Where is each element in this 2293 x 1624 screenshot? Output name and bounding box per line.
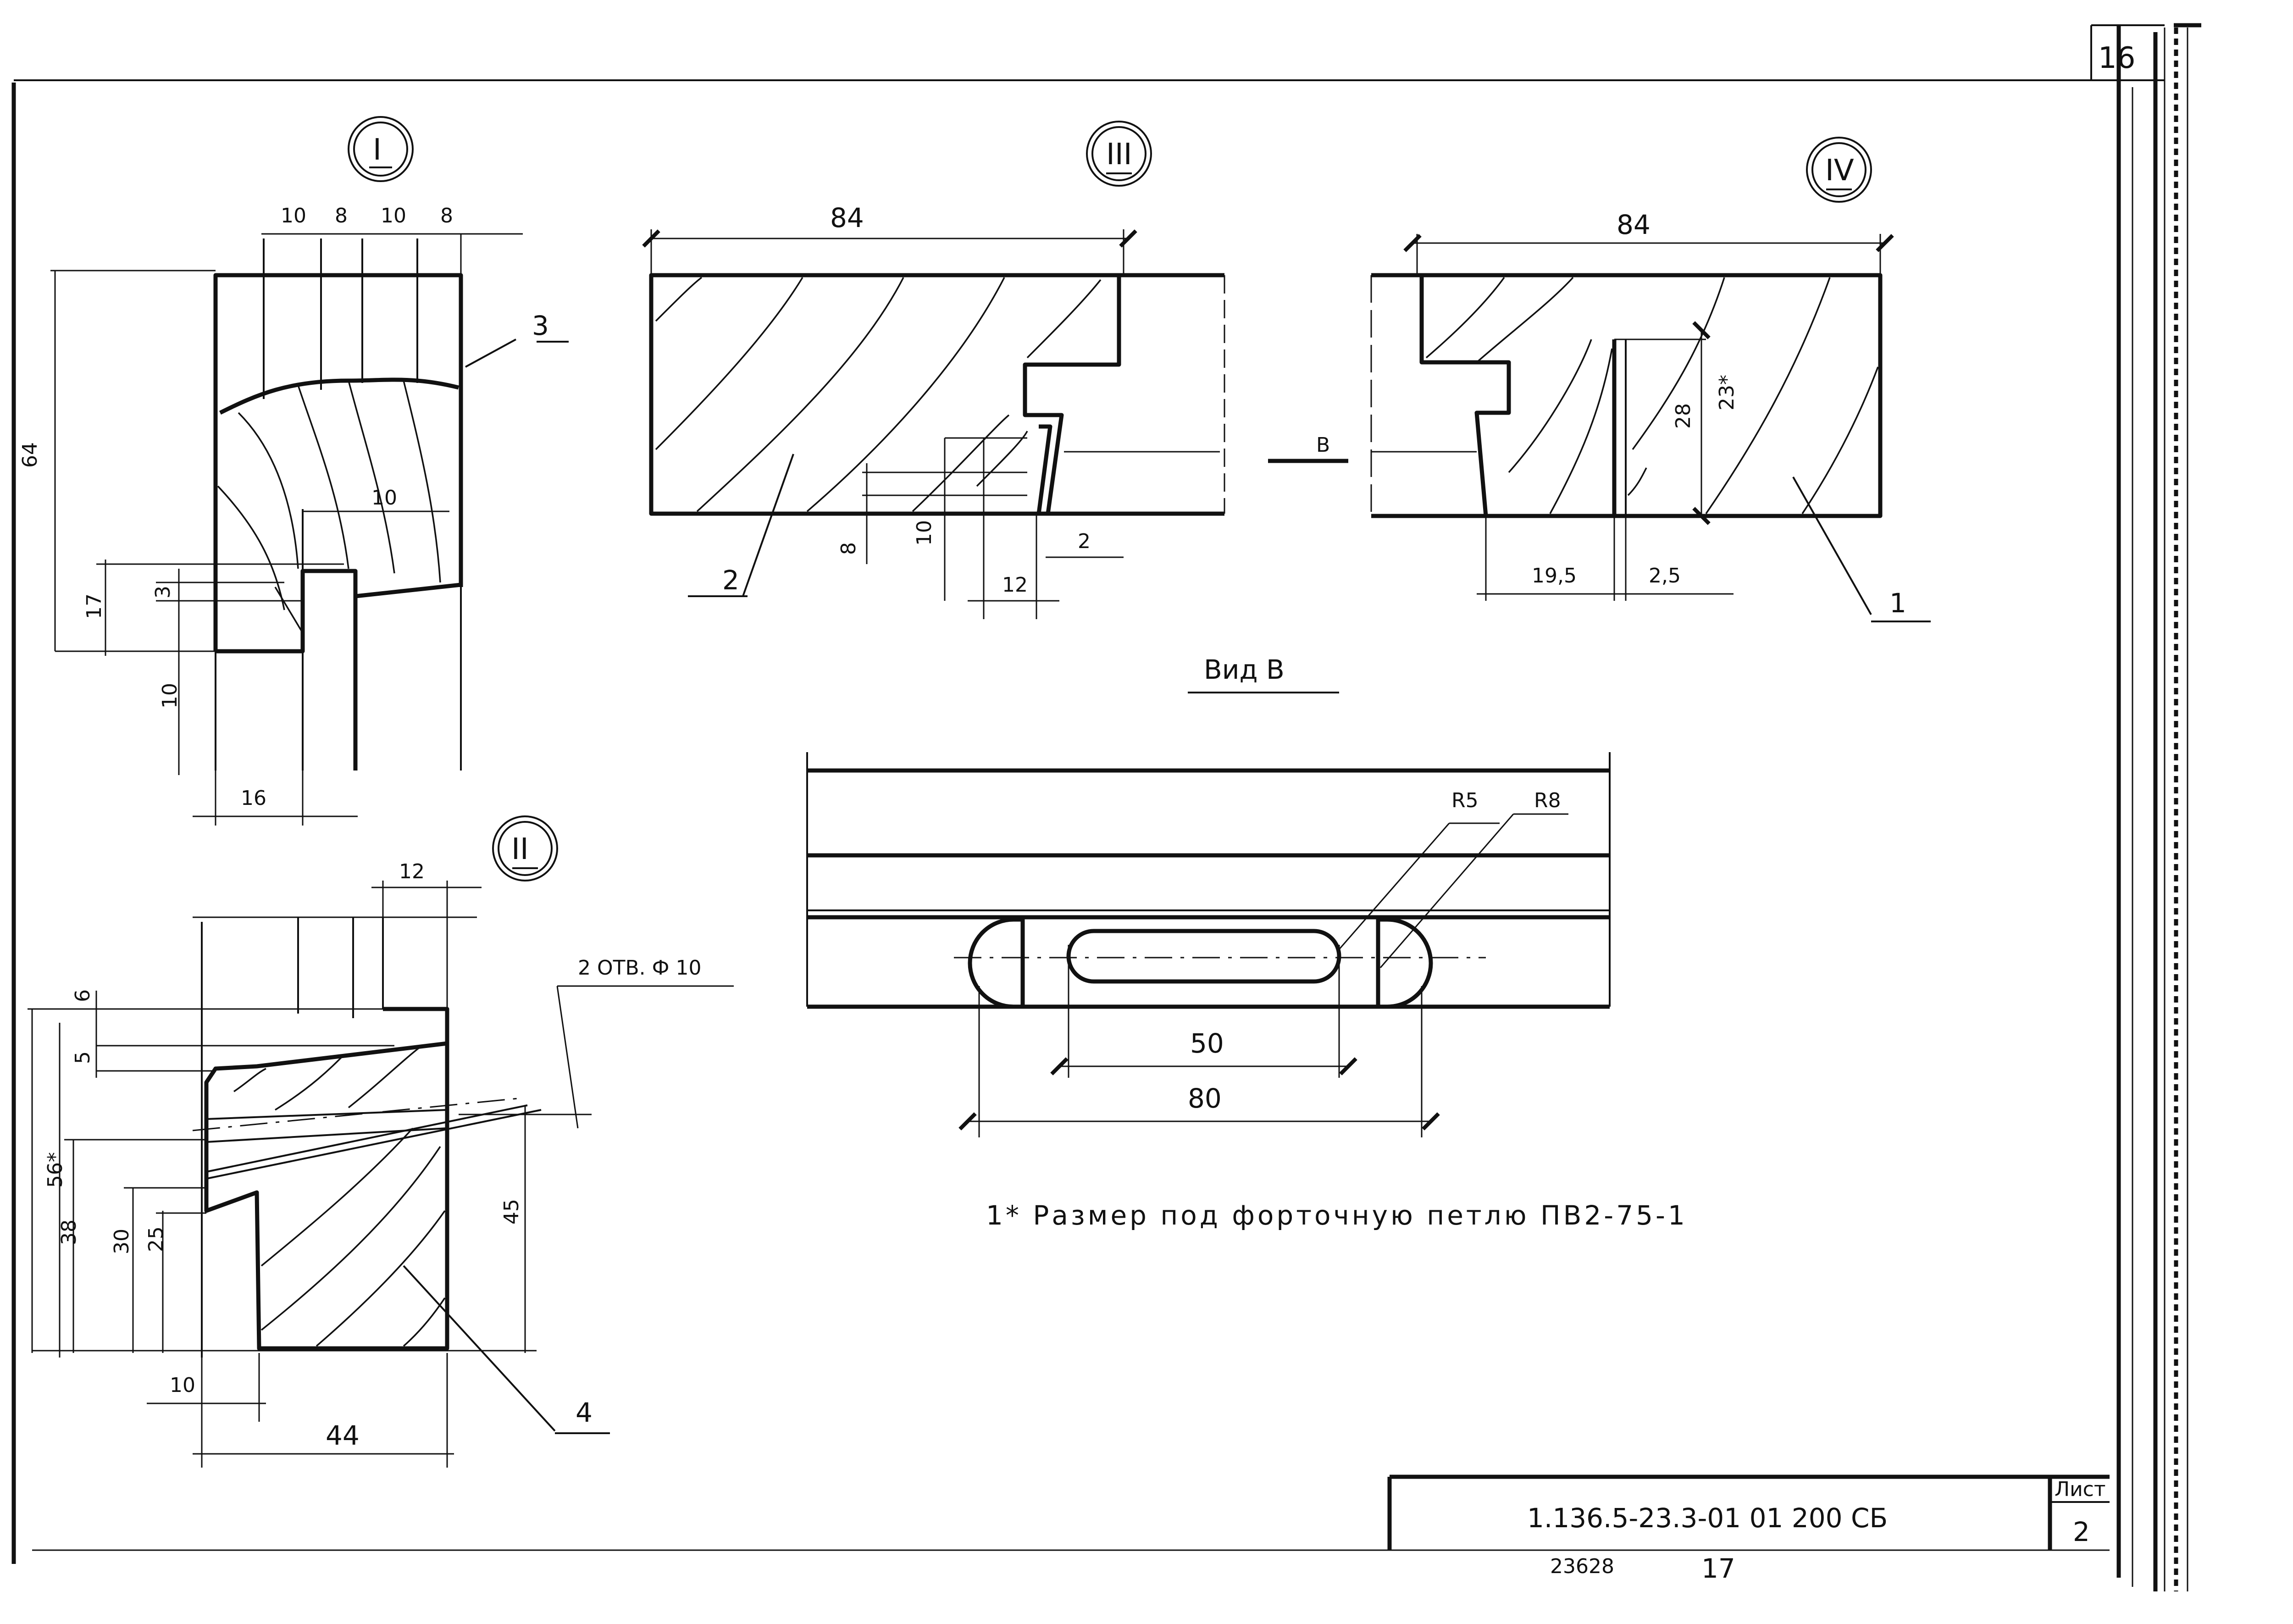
- v2-bottom-dim-44: 44: [326, 1420, 360, 1451]
- v2-bottom-dim-10: 10: [170, 1374, 195, 1397]
- view-4-marker: IV: [1806, 137, 1872, 203]
- view-1-dimensions: 10 8 10 8 10 64 3 17 10 16: [18, 204, 523, 826]
- footnote: 1* Размер под форточную петлю ПВ2-75-1: [986, 1200, 1688, 1231]
- v1-inner-dim: 10: [371, 486, 397, 510]
- drawing-designation: 1.136.5-23.3-01 01 200 СБ: [1527, 1502, 1888, 1534]
- view-b-dim-50: 50: [1190, 1028, 1224, 1059]
- v1-top-dim-1: 10: [281, 204, 306, 227]
- v3-low-dim-10: 10: [913, 520, 936, 546]
- view-3-marker: III: [1086, 121, 1152, 187]
- view-3-dimensions: 84 8 10 2 12: [642, 202, 1137, 619]
- v2-left-dim-5: 5: [71, 1051, 94, 1064]
- v1-top-dim-4: 8: [440, 204, 453, 227]
- v1-bottom-dim: 16: [241, 787, 266, 810]
- v1-left-vertical-dim: 64: [18, 442, 42, 468]
- v4-bottom-dim-2: 2,5: [1649, 564, 1681, 588]
- sheet-corner-number: 16: [2098, 41, 2135, 75]
- view-4-label: IV: [1825, 154, 1854, 188]
- callout-2: 2: [722, 565, 739, 596]
- view-3-label: III: [1106, 138, 1132, 172]
- callout-1: 1: [1889, 588, 1906, 619]
- v4-vert-dim-28: 28: [1672, 403, 1695, 429]
- view-b-dim-80: 80: [1188, 1083, 1222, 1114]
- v1-side-dim-10: 10: [158, 683, 182, 709]
- view-2-marker: II: [492, 815, 558, 881]
- view-4: IV 1 84: [1370, 137, 1931, 622]
- view-2-holes-note: 2 ОТВ. Ф 10: [556, 956, 734, 1129]
- view-b-radius-r8: R8: [1534, 789, 1561, 812]
- view-4-section: 1: [1370, 273, 1931, 622]
- view-3-section: 2: [649, 273, 1225, 597]
- v4-vert-dim-23: 23*: [1715, 375, 1739, 410]
- view-4-dimensions: 84 28 23* 19,5 2,5: [1403, 209, 1894, 601]
- view-1-section: 3: [213, 238, 569, 770]
- view-3: III 2 84 8: [642, 121, 1225, 619]
- callout-4: 4: [576, 1397, 593, 1428]
- view-2: II 4 2 ОТВ. Ф: [28, 815, 734, 1468]
- callout-3: 3: [532, 310, 549, 341]
- v3-low-dim-8: 8: [837, 542, 860, 555]
- v2-left-dim-38: 38: [57, 1219, 81, 1245]
- title-block: 1.136.5-23.3-01 01 200 СБ Лист 2: [1387, 1474, 2110, 1550]
- page-number: 17: [1701, 1553, 1735, 1584]
- v2-left-dim-56: 56*: [44, 1152, 67, 1188]
- binding-edge: [2153, 23, 2201, 1591]
- view-1-label: I: [373, 133, 382, 167]
- view-b-marker: B: [1268, 433, 1348, 463]
- v1-side-dim-17: 17: [83, 593, 106, 619]
- v3-low-dim-12: 12: [1002, 573, 1028, 597]
- v1-top-dim-3: 10: [381, 204, 406, 227]
- view-b-title: Вид В: [1204, 654, 1285, 685]
- view-2-section: 4: [192, 917, 610, 1434]
- holes-note: 2 ОТВ. Ф 10: [578, 956, 702, 980]
- sheet-label: Лист: [2055, 1478, 2106, 1501]
- view-b: Вид В R5 R8 50 80: [806, 654, 1611, 1137]
- sheet-number: 2: [2073, 1516, 2090, 1547]
- view-1-marker: I: [348, 116, 414, 182]
- view-1: I 3 10 8: [18, 116, 569, 826]
- v2-left-dim-30: 30: [110, 1229, 133, 1254]
- v2-left-dim-6: 6: [71, 989, 94, 1002]
- v3-top-dim: 84: [830, 202, 864, 233]
- view-2-dimensions: 12 6 5 56* 38 30 25 45: [28, 860, 592, 1468]
- v2-top-dim: 12: [399, 860, 425, 883]
- v4-bottom-dim-1: 19,5: [1532, 564, 1577, 588]
- v2-left-dim-25: 25: [144, 1226, 168, 1252]
- view-b-marker-letter: B: [1316, 433, 1330, 457]
- v4-top-dim: 84: [1617, 209, 1651, 240]
- view-b-radius-r5: R5: [1451, 789, 1479, 812]
- sheet-frame: [11, 24, 2165, 1587]
- v3-low-dim-2: 2: [1078, 530, 1091, 553]
- view-2-label: II: [511, 832, 529, 866]
- archive-number: 23628: [1550, 1555, 1614, 1578]
- v1-top-dim-2: 8: [335, 204, 348, 227]
- v2-right-dim: 45: [500, 1199, 523, 1225]
- v1-side-dim-3: 3: [151, 586, 175, 599]
